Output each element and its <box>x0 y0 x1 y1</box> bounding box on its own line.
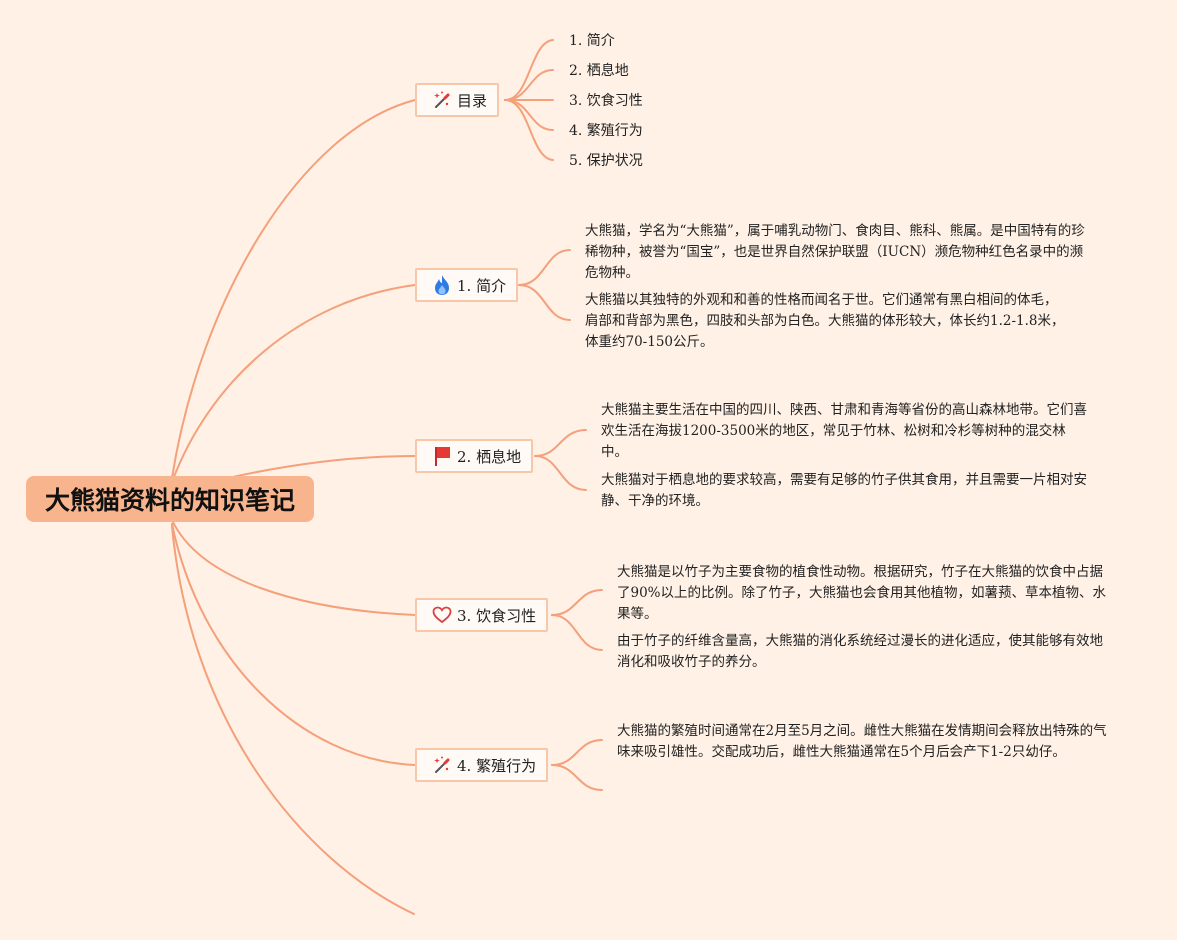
section-habitat-paragraph-2: 大熊猫对于栖息地的要求较高，需要有足够的竹子供其食用，并且需要一片相对安静、干净… <box>601 470 1096 512</box>
link-s1-p2 <box>518 284 571 321</box>
fire-icon <box>431 274 453 296</box>
toc-item-1[interactable]: 1. 简介 <box>569 33 615 49</box>
paragraph-text: 由于竹子的纤维含量高，大熊猫的消化系统经过漫长的进化适应，使其能够有效地消化和吸… <box>617 633 1103 670</box>
toc-item-3[interactable]: 3. 饮食习性 <box>569 93 643 109</box>
link-s2-p2 <box>534 455 587 491</box>
section-intro-paragraph-2: 大熊猫以其独特的外观和和善的性格而闻名于世。它们通常有黑白相间的体毛，肩部和背部… <box>585 290 1065 353</box>
paragraph-text: 大熊猫是以竹子为主要食物的植食性动物。根据研究，竹子在大熊猫的饮食中占据了90%… <box>617 564 1107 622</box>
link-root-section-1 <box>171 284 416 483</box>
paragraph-text: 大熊猫，学名为“大熊猫”，属于哺乳动物门、食肉目、熊科、熊属。是中国特有的珍稀物… <box>585 223 1085 281</box>
flag-icon <box>431 445 453 467</box>
link-toc-item-1 <box>504 39 554 101</box>
link-s3-p2 <box>551 614 603 651</box>
section-habitat-paragraph-1: 大熊猫主要生活在中国的四川、陕西、甘肃和青海等省份的高山森林地带。它们喜欢生活在… <box>601 400 1091 463</box>
magic-wand-icon <box>431 754 453 776</box>
link-root-section-3 <box>171 519 416 616</box>
section-diet-paragraph-1: 大熊猫是以竹子为主要食物的植食性动物。根据研究，竹子在大熊猫的饮食中占据了90%… <box>617 562 1109 625</box>
section-label: 2. 栖息地 <box>457 447 522 466</box>
link-s1-p1 <box>518 249 571 286</box>
root-title: 大熊猫资料的知识笔记 <box>44 486 295 515</box>
section-node-intro[interactable]: 1. 简介 <box>415 268 519 302</box>
toc-label: 目录 <box>457 91 488 110</box>
section-node-habitat[interactable]: 2. 栖息地 <box>415 439 534 473</box>
section-breeding-paragraph-1: 大熊猫的繁殖时间通常在2月至5月之间。雌性大熊猫在发情期间会释放出特殊的气味来吸… <box>617 721 1112 763</box>
paragraph-text: 大熊猫的繁殖时间通常在2月至5月之间。雌性大熊猫在发情期间会释放出特殊的气味来吸… <box>617 723 1107 760</box>
paragraph-text: 大熊猫主要生活在中国的四川、陕西、甘肃和青海等省份的高山森林地带。它们喜欢生活在… <box>601 402 1087 460</box>
section-node-diet[interactable]: 3. 饮食习性 <box>415 598 549 632</box>
section-label: 3. 饮食习性 <box>457 606 537 625</box>
link-root-section-5 <box>171 525 415 915</box>
link-s4-p2 <box>551 764 603 791</box>
section-label: 1. 简介 <box>457 276 507 295</box>
toc-item-4[interactable]: 4. 繁殖行为 <box>569 123 643 139</box>
link-s4-p1 <box>551 739 603 766</box>
paragraph-text: 大熊猫以其独特的外观和和善的性格而闻名于世。它们通常有黑白相间的体毛，肩部和背部… <box>585 292 1065 350</box>
toc-item-2[interactable]: 2. 栖息地 <box>569 63 629 79</box>
section-intro-paragraph-1: 大熊猫，学名为“大熊猫”，属于哺乳动物门、食肉目、熊科、熊属。是中国特有的珍稀物… <box>585 221 1085 284</box>
section-label: 4. 繁殖行为 <box>457 756 537 775</box>
section-node-breeding[interactable]: 4. 繁殖行为 <box>415 748 549 782</box>
link-root-section-2 <box>227 455 416 479</box>
magic-wand-icon <box>431 89 453 111</box>
link-root-section-4 <box>171 523 416 766</box>
link-root-toc <box>171 99 416 479</box>
toc-item-5[interactable]: 5. 保护状况 <box>569 153 643 169</box>
link-toc-item-5 <box>504 99 554 161</box>
heart-icon <box>431 604 453 626</box>
root-topic[interactable]: 大熊猫资料的知识笔记 <box>26 476 314 522</box>
link-s3-p1 <box>551 589 603 616</box>
paragraph-text: 大熊猫对于栖息地的要求较高，需要有足够的竹子供其食用，并且需要一片相对安静、干净… <box>601 472 1087 509</box>
toc-node[interactable]: 目录 <box>415 83 500 117</box>
link-s2-p1 <box>534 429 587 457</box>
section-diet-paragraph-2: 由于竹子的纤维含量高，大熊猫的消化系统经过漫长的进化适应，使其能够有效地消化和吸… <box>617 631 1112 673</box>
